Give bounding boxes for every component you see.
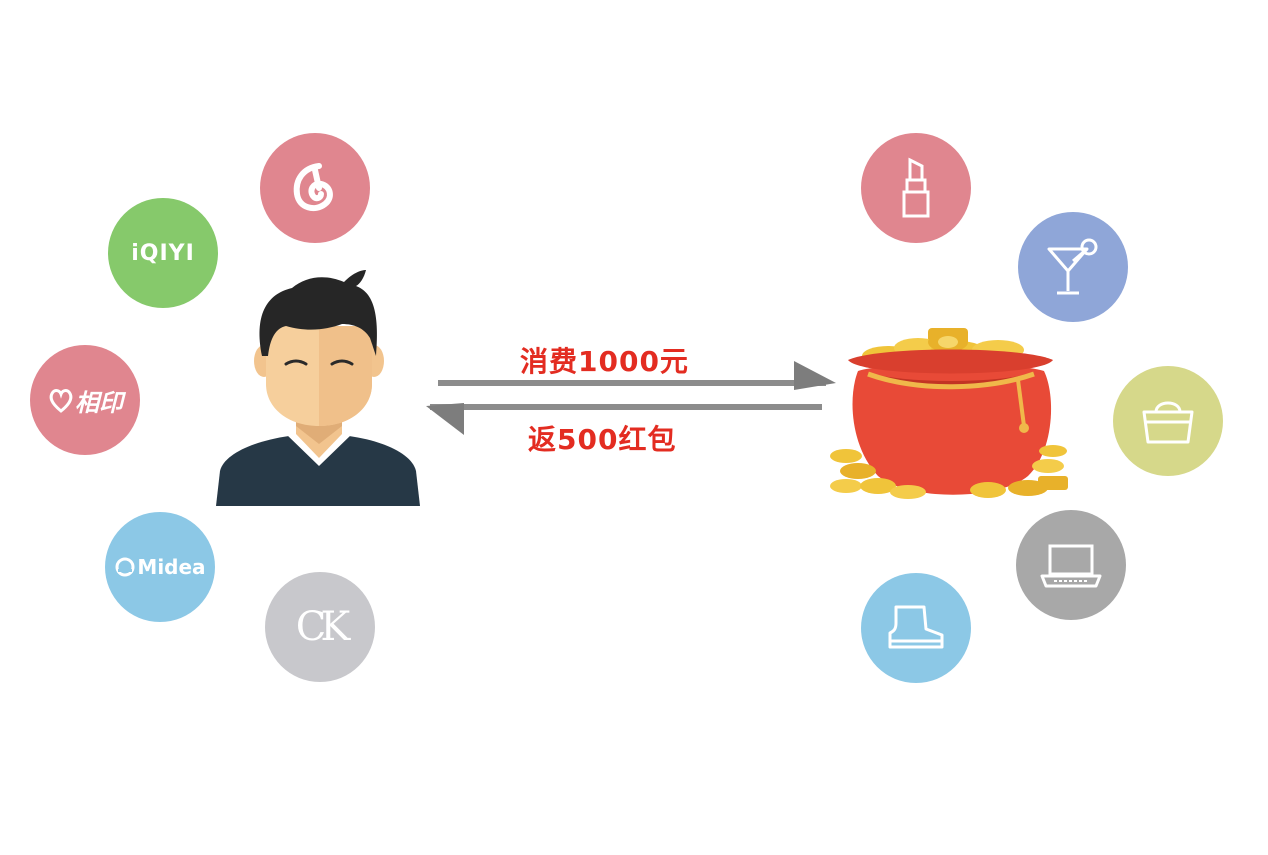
midea-swirl-icon bbox=[115, 557, 135, 577]
ck-circle: CK bbox=[265, 572, 375, 682]
exchange-arrows bbox=[426, 361, 836, 435]
lipstick-circle bbox=[861, 133, 971, 243]
xiangyin-logo: 相印 bbox=[47, 383, 123, 418]
person-illustration bbox=[216, 270, 420, 506]
shoe-circle bbox=[861, 573, 971, 683]
heart-icon bbox=[49, 389, 73, 413]
cocktail-icon bbox=[1047, 238, 1098, 295]
shopping-bag-circle bbox=[1113, 366, 1223, 476]
iqiyi-logo: iQIYI bbox=[131, 240, 195, 266]
laptop-circle bbox=[1016, 510, 1126, 620]
xiangyin-circle: 相印 bbox=[30, 345, 140, 455]
netease-music-circle bbox=[260, 133, 370, 243]
midea-logo: Midea bbox=[114, 555, 206, 579]
iqiyi-circle: iQIYI bbox=[108, 198, 218, 308]
ck-logo: CK bbox=[295, 604, 350, 650]
spend-label: 消费1000元 bbox=[520, 345, 689, 378]
shopping-bag-icon bbox=[1142, 401, 1194, 444]
money-bag-illustration bbox=[830, 328, 1068, 499]
cocktail-circle bbox=[1018, 212, 1128, 322]
rebate-label: 返500红包 bbox=[528, 423, 677, 456]
netease-music-icon bbox=[293, 163, 333, 212]
laptop-icon bbox=[1040, 544, 1102, 588]
lipstick-icon bbox=[902, 157, 930, 218]
shoe-icon bbox=[888, 605, 944, 649]
midea-circle: Midea bbox=[105, 512, 215, 622]
